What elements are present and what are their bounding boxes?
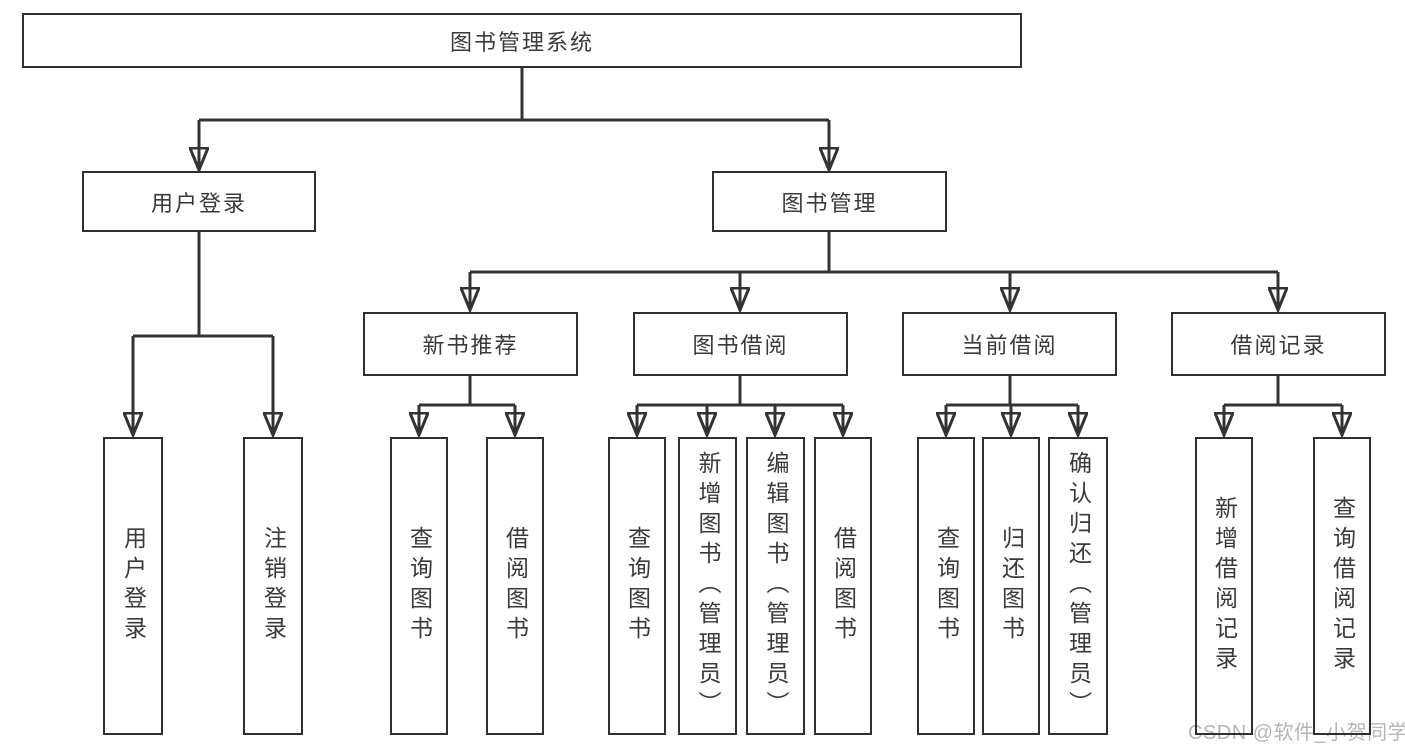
node-borrowing-records: 借阅记录	[1171, 312, 1386, 376]
leaf-return-books: 归还图书	[982, 437, 1040, 735]
leaf-confirm-return-admin: 确认归还（管理员）	[1048, 437, 1108, 735]
leaf-user-login: 用户登录	[103, 437, 163, 735]
leaf-borrow-books-borrow: 借阅图书	[814, 437, 872, 735]
node-book-management: 图书管理	[712, 171, 947, 232]
node-root: 图书管理系统	[22, 13, 1022, 68]
node-current-borrowing: 当前借阅	[902, 312, 1117, 376]
leaf-add-books-admin: 新增图书（管理员）	[678, 437, 737, 735]
leaf-borrow-books-recommend: 借阅图书	[486, 437, 544, 735]
node-new-book-recommendation: 新书推荐	[363, 312, 578, 376]
leaf-query-borrow-record: 查询借阅记录	[1313, 437, 1371, 735]
leaf-query-books-current: 查询图书	[917, 437, 975, 735]
leaf-query-books-recommend: 查询图书	[390, 437, 448, 735]
leaf-query-books-borrow: 查询图书	[608, 437, 666, 735]
node-user-login: 用户登录	[82, 171, 316, 232]
leaf-add-borrow-record: 新增借阅记录	[1195, 437, 1253, 735]
leaf-edit-books-admin: 编辑图书（管理员）	[746, 437, 805, 735]
node-book-borrowing: 图书借阅	[633, 312, 848, 376]
watermark: CSDN @软件_小贺同学	[1188, 722, 1405, 744]
leaf-logout-login: 注销登录	[243, 437, 303, 735]
